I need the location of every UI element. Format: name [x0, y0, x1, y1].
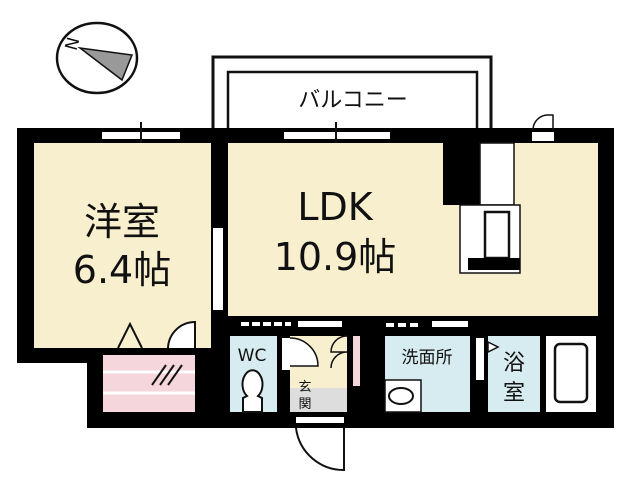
room-ldk-size: 10.9帖: [274, 235, 397, 279]
balcony-label: バルコニー: [298, 88, 408, 113]
room-entrance-name-top: 玄: [298, 380, 311, 395]
north-arrow-icon: [77, 46, 134, 82]
kitchen-wall: [443, 143, 480, 205]
room-ldk-name: LDK: [297, 185, 373, 229]
room-western-name: 洋室: [84, 200, 160, 244]
room-bath: [488, 336, 540, 412]
door-kitchen: [532, 132, 554, 141]
sliding-door: [213, 228, 223, 310]
closet: [103, 355, 195, 412]
kitchen-counter: [479, 142, 515, 206]
room-entrance-name-bottom: 関: [298, 397, 311, 412]
room-washroom-name: 洗面所: [402, 348, 453, 368]
entrance-door[interactable]: [295, 427, 345, 472]
compass-label: N: [62, 35, 85, 52]
room-western-size: 6.4帖: [73, 248, 171, 292]
room-bath-name-bottom: 室: [503, 381, 525, 406]
balcony: バルコニー: [211, 55, 493, 134]
room-bath-name-top: 浴: [503, 351, 525, 376]
room-ldk: [228, 143, 598, 316]
room-wc-name: WC: [238, 346, 267, 366]
room-western: [34, 143, 211, 348]
compass: N: [55, 21, 139, 95]
toilet-icon: [241, 369, 264, 413]
